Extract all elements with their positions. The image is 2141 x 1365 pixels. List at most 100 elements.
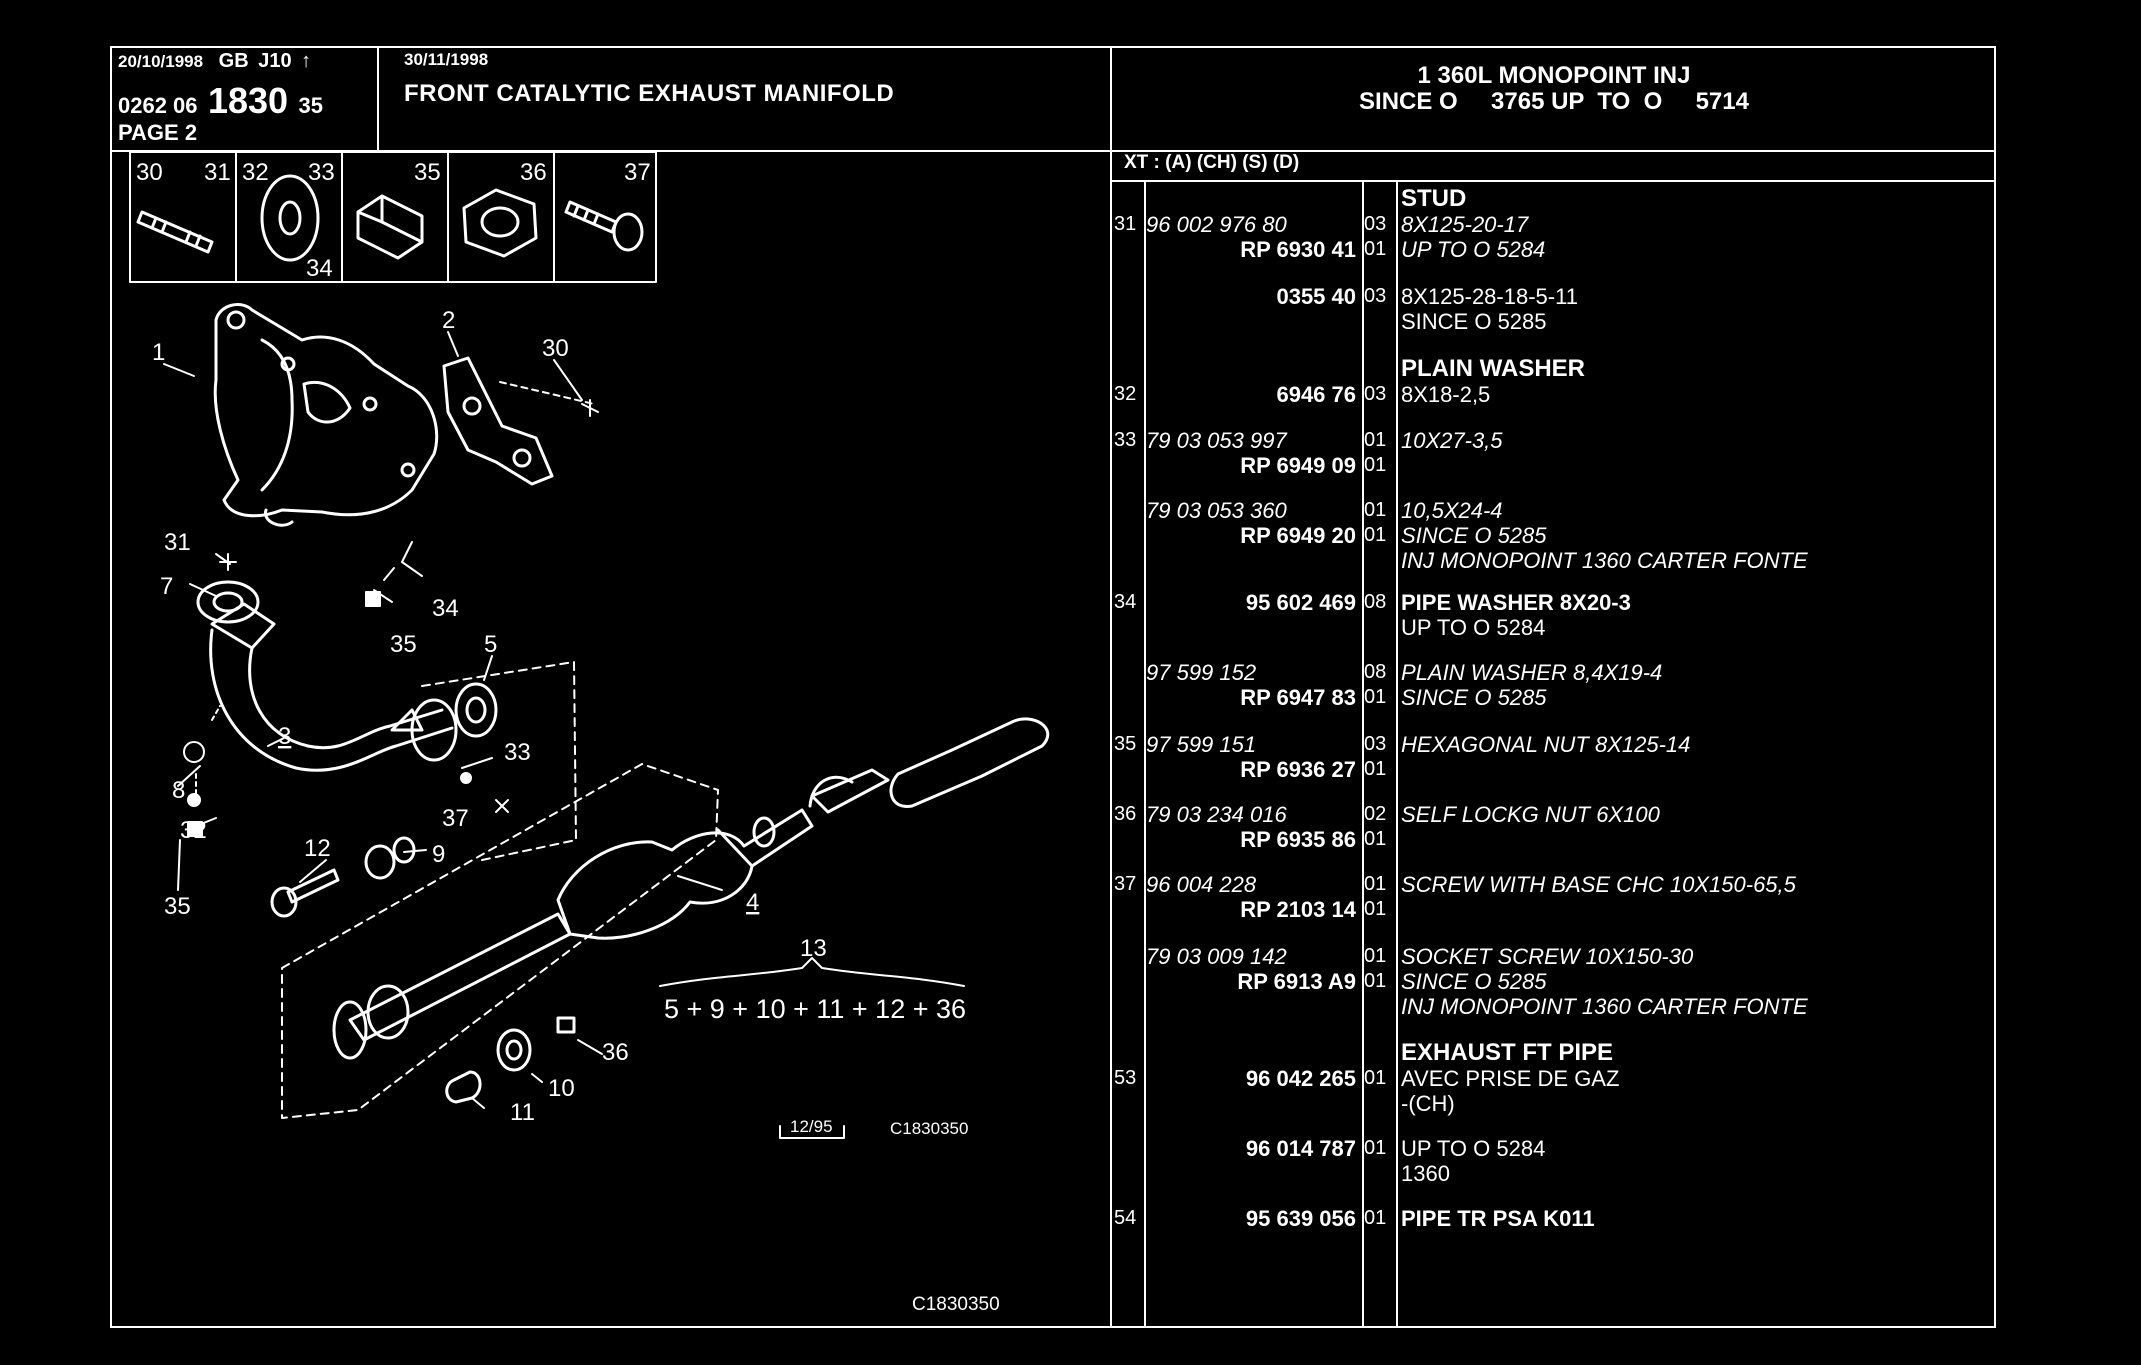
callout-34: 34: [432, 595, 459, 622]
part-qty: 01: [1364, 1066, 1394, 1091]
strip-label-37: 37: [624, 159, 651, 186]
washer-icon: [260, 174, 320, 262]
rp-number: RP 6935 86: [1240, 827, 1356, 852]
part-description: SELF LOCKG NUT 6X100: [1401, 802, 1981, 827]
description-line: UP TO O 5284: [1401, 615, 1546, 640]
header-left: 20/10/1998 GB J10 ↑ 0262 06 1830 35 PAGE…: [118, 46, 373, 150]
part-qty: 03: [1364, 284, 1394, 309]
catalog-number: 96 002 976 80: [1146, 212, 1287, 237]
hex-nut-icon: [462, 188, 538, 258]
callout-33: 33: [504, 739, 531, 766]
ref-suffix: 35: [298, 93, 324, 118]
rp-number: 96 042 265: [1245, 1066, 1356, 1091]
catalog-number: 79 03 009 142: [1146, 944, 1287, 969]
callout-13: 13: [800, 935, 827, 962]
part-ref: 32: [1114, 383, 1137, 405]
rp-number: 6946 76: [1276, 382, 1356, 407]
rp-number: RP 2103 14: [1240, 897, 1356, 922]
qty-value: 01: [1364, 1067, 1387, 1089]
catalog-number: 97 599 152: [1146, 660, 1257, 685]
flange-gasket: [196, 580, 260, 624]
qty-value: 01: [1364, 686, 1387, 708]
rp-number: RP 6949 20: [1240, 523, 1356, 548]
part-description: HEXAGONAL NUT 8X125-14: [1401, 732, 1981, 757]
qty-value: 02: [1364, 803, 1387, 825]
ref-main: 1830: [207, 80, 289, 121]
small-fittings: [366, 984, 576, 1104]
description-line: SINCE O 5285: [1401, 523, 1547, 548]
description-line: SCREW WITH BASE CHC 10X150-65,5: [1401, 872, 1796, 897]
catalog-number: 79 03 234 016: [1146, 802, 1287, 827]
description-title: EXHAUST FT PIPE: [1401, 1039, 1614, 1066]
main-divider: [1110, 46, 1112, 1328]
description-line: -(CH): [1401, 1091, 1455, 1116]
description-line: 8X125-28-18-5-11: [1401, 284, 1578, 309]
group-brace: [659, 957, 965, 987]
description-line: SOCKET SCREW 10X150-30: [1401, 944, 1694, 969]
down-pipe: [209, 602, 458, 772]
rp-number: 95 639 056: [1245, 1206, 1356, 1231]
page-frame: [110, 46, 1996, 1328]
exploded-diagram: 30 31 32 33 35 36 37 34 1 2 30 31 7 34 3…: [129, 151, 1050, 1315]
doc-code: J10: [258, 50, 292, 72]
part-number: 96 014 787: [1146, 1136, 1356, 1161]
callout-32: 32: [180, 817, 207, 844]
callout-30: 30: [542, 335, 569, 362]
header-middle: 30/11/1998 FRONT CATALYTIC EXHAUST MANIF…: [400, 46, 1100, 150]
qty-value: 08: [1364, 661, 1387, 683]
part-description: PIPE TR PSA K011: [1401, 1206, 1981, 1231]
catalytic-converter: [332, 717, 1050, 1060]
part-number: 96 042 265: [1146, 1066, 1356, 1091]
callout-31: 31: [164, 529, 191, 556]
callout-35a: 35: [390, 631, 417, 658]
part-qty: 03: [1364, 382, 1394, 407]
callout-12: 12: [304, 835, 331, 862]
part-number: 6946 76: [1146, 382, 1356, 407]
date-code: 12/95: [790, 1117, 833, 1136]
part-ref: 54: [1114, 1207, 1137, 1229]
qty-value: 01: [1364, 873, 1387, 895]
description-line: 10X27-3,5: [1401, 428, 1503, 453]
description-line: SINCE O 5285: [1401, 685, 1547, 710]
part-ref: 53: [1114, 1067, 1137, 1089]
callout-9: 9: [432, 841, 445, 868]
parts-col-rule-3: [1396, 180, 1398, 1328]
description-line: INJ MONOPOINT 1360 CARTER FONTE: [1401, 994, 1808, 1019]
qty-value: 08: [1364, 591, 1387, 613]
qty-value: 01: [1364, 1137, 1387, 1159]
part-description: EXHAUST FT PIPE: [1401, 1040, 1981, 1065]
callout-2: 2: [442, 307, 455, 334]
part-qty: 08: [1364, 590, 1394, 615]
qty-value: 01: [1364, 238, 1387, 260]
callout-37: 37: [442, 805, 469, 832]
qty-value: 03: [1364, 383, 1387, 405]
part-qty: 01: [1364, 1206, 1394, 1231]
rp-number: RP 6913 A9: [1237, 969, 1356, 994]
qty-value: 01: [1364, 945, 1387, 967]
catalog-number: 79 03 053 997: [1146, 428, 1287, 453]
ref-prefix: 0262 06: [118, 93, 198, 118]
description-title: STUD: [1401, 185, 1467, 212]
seal-ring: [454, 682, 498, 738]
part-description: STUD: [1401, 186, 1981, 211]
part-description: 8X18-2,5: [1401, 382, 1981, 407]
part-number: 0355 40: [1146, 284, 1356, 309]
header-divider-1: [377, 46, 379, 152]
revision-date: 30/11/1998: [404, 50, 489, 69]
manifold-gasket: [442, 356, 554, 486]
qty-value: 01: [1364, 499, 1387, 521]
parts-col-rule-2: [1362, 180, 1364, 1328]
catalog-number: 96 004 228: [1146, 872, 1257, 897]
